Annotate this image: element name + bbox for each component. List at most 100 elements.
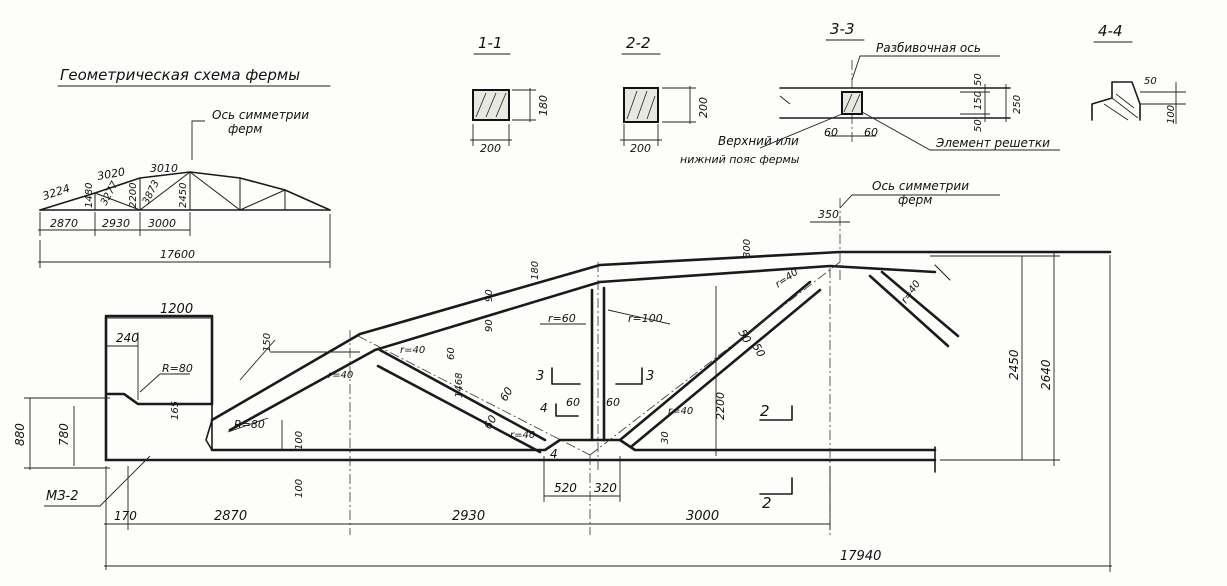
cut-3-left: 3 [536,369,544,384]
cut-4-top-mark [555,403,579,417]
diagonal-2-lower [618,280,812,442]
scheme-diag-3 [189,171,241,211]
dim-17940: 17940 [840,549,881,564]
scheme-height-1: 1480 [84,183,95,208]
scheme-panel-bottom-3: 3000 [148,217,176,230]
cut-2-top: 2 [760,402,770,420]
section-2-2-title: 2-2 [626,34,651,52]
section-2-2-profile [623,87,659,123]
cut-2-bottom-mark [759,477,793,495]
section-3-3-chord-label-1: Верхний или [718,134,799,148]
scheme-diag-1 [94,192,141,211]
cut-2-bottom: 2 [762,494,772,512]
dim-2640: 2640 [1039,359,1053,390]
main-symmetry-axis-line1: Ось симметрии [872,179,969,193]
dim-60-post-right: 60 [606,396,620,409]
scheme-height-3: 2450 [178,183,189,208]
diagonal-1-lower [376,364,542,454]
dim-80: 60 [446,347,457,360]
radius-80b-leader [227,417,269,433]
cut-3-left-mark [551,367,581,385]
dim-165: 165 [170,401,181,420]
scheme-panel-top-3: 3010 [150,162,178,175]
dim-1468: 1468 [454,373,465,398]
dim-150-leader [239,339,276,381]
scheme-diag-4 [239,189,286,211]
top-chord-break [934,264,951,281]
dim-780: 780 [57,423,71,446]
radius-80a-leader-2 [139,373,161,393]
dim-320: 320 [594,481,617,495]
support-node-inner [205,403,213,451]
section-2-2-height: 200 [697,97,710,118]
radius-40e: r=40 [668,406,693,417]
dim-300: 300 [742,239,753,258]
radius-40b: r=40 [328,370,353,381]
truss-elevation: Ось симметрии ферм 3 50 300 180 90 90 r=6… [13,179,1112,572]
section-1-1-width: 200 [480,142,501,155]
cut-3-right-mark [615,367,643,385]
dim-60-diag: 60 [497,385,515,404]
section-3-3-dim-total: 250 [1012,95,1023,114]
section-1-1-hatch [475,92,507,118]
mark-label: МЗ-2 [46,489,79,504]
section-2-2: 2-2 200 200 [620,34,710,155]
dim-60-diag-3: 50 [749,341,767,360]
section-3-3-dim-mid: 150 [973,91,984,110]
section-3-3-axis-leader [851,55,1000,81]
section-3-3-dim-right: 60 [864,126,878,139]
dim-240: 240 [116,331,139,345]
section-2-2-width: 200 [630,142,651,155]
dim-50-diag: 50 [735,327,753,346]
cut-2-top-mark [759,405,793,421]
diagonal-2-upper [630,288,822,448]
section-3-3-dim-top: 50 [973,73,984,86]
dim-180: 180 [530,261,541,280]
scheme-diagonal-1: 3277 [99,179,121,207]
dim-90a: 90 [484,289,495,302]
section-3-3-dim-bottom: 50 [973,119,984,132]
section-3-3-title: 3-3 [830,20,855,38]
section-3-3-chord-leader [759,113,843,149]
radius-40d: r=40 [899,279,922,306]
geometry-scheme: Геометрическая схема фермы Ось симметрии… [38,66,331,268]
axis-diagonal-2 [589,261,841,456]
dim-90b: 90 [484,319,495,332]
mark-leader [44,455,151,507]
main-symmetry-axis-line2: ферм [898,193,932,207]
scheme-panel-bottom-2: 2930 [102,217,130,230]
dim-880: 880 [13,423,27,446]
dim-100b: 100 [294,479,305,498]
dim-150: 150 [262,333,273,352]
top-chord-upper-edge [210,250,1112,422]
section-3-3-axis-label: Разбивочная ось [876,41,981,55]
cut-4-top: 4 [540,401,548,415]
section-2-2-hatch [626,90,656,120]
diagonal-1-upper [378,348,547,442]
section-4-4-hatch [1103,93,1139,121]
diagonal-3-upper [868,274,950,348]
section-1-1-title: 1-1 [478,34,503,52]
section-4-4: 4-4 50 100 [1091,22,1186,124]
radius-60: r=60 [548,312,576,325]
dim-520: 520 [554,481,577,495]
radius-100-leader [607,309,671,325]
cut-4-bottom: 4 [550,447,558,461]
section-3-3-dim-left: 60 [824,126,838,139]
section-3-3-element-leader [861,111,1060,151]
dim-30: 30 [660,431,671,444]
dim-1200: 1200 [160,302,193,317]
scheme-axis-leader [191,120,205,160]
dim-60-diag-2: 60 [481,413,499,432]
scheme-height-2: 2200 [128,183,139,208]
dim-170: 170 [114,509,137,523]
dim-60-post-left: 60 [566,396,580,409]
cut-3-right: 3 [646,369,654,384]
scheme-diagonal-2: 3873 [141,179,162,207]
axis-diagonal-1 [357,335,591,456]
scheme-symmetry-axis-line1: Ось симметрии [212,108,309,122]
section-3-3-chord-label-2: нижний пояс фермы [680,153,800,166]
dim-2930: 2930 [452,509,485,524]
